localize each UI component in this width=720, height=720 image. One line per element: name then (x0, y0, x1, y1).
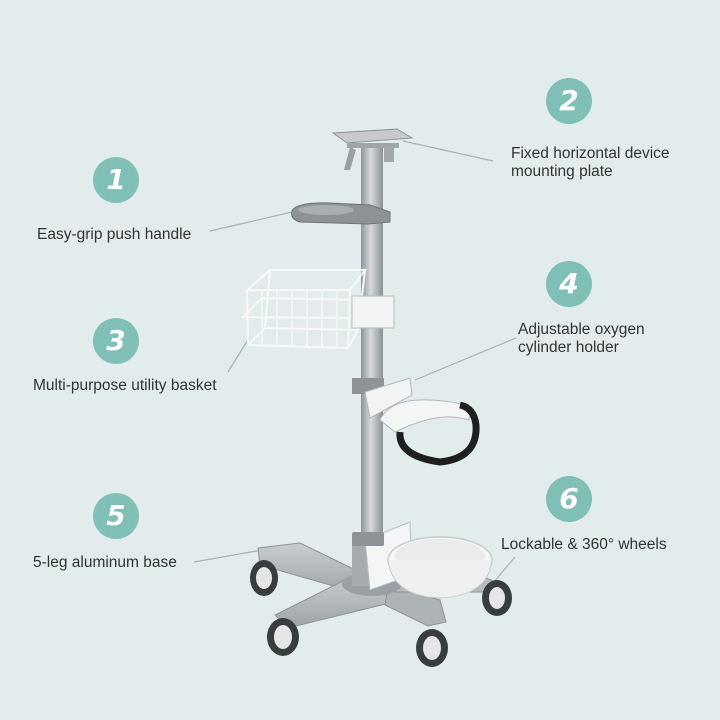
basket-clamp (351, 295, 395, 329)
callout-5-label: 5-leg aluminum base (33, 554, 177, 571)
callout-4-label-line1: Adjustable oxygen (518, 321, 645, 338)
oxygen-holder (352, 377, 480, 466)
callout-6-label: Lockable & 360° wheels (501, 536, 667, 553)
callout-6-badge: 6 (546, 476, 592, 522)
callout-2-badge: 2 (546, 78, 592, 124)
leader-lines (193, 140, 517, 584)
callout-4-label-line2: cylinder holder (518, 339, 619, 356)
callout-2-label-line1: Fixed horizontal device (511, 145, 670, 162)
callout-5-badge: 5 (93, 493, 139, 539)
bottom-cup-holder (364, 521, 493, 599)
push-handle (291, 202, 391, 225)
callout-3-badge: 3 (93, 318, 139, 364)
utility-basket (240, 269, 367, 350)
callout-2-label-line2: mounting plate (511, 163, 613, 180)
mounting-plate (331, 128, 414, 170)
callout-1-label: Easy-grip push handle (37, 226, 192, 243)
callout-1-badge: 1 (93, 157, 139, 203)
callout-3-label: Multi-purpose utility basket (33, 377, 217, 394)
callout-4-badge: 4 (546, 261, 592, 307)
pole (361, 145, 383, 545)
wheels (250, 560, 512, 667)
